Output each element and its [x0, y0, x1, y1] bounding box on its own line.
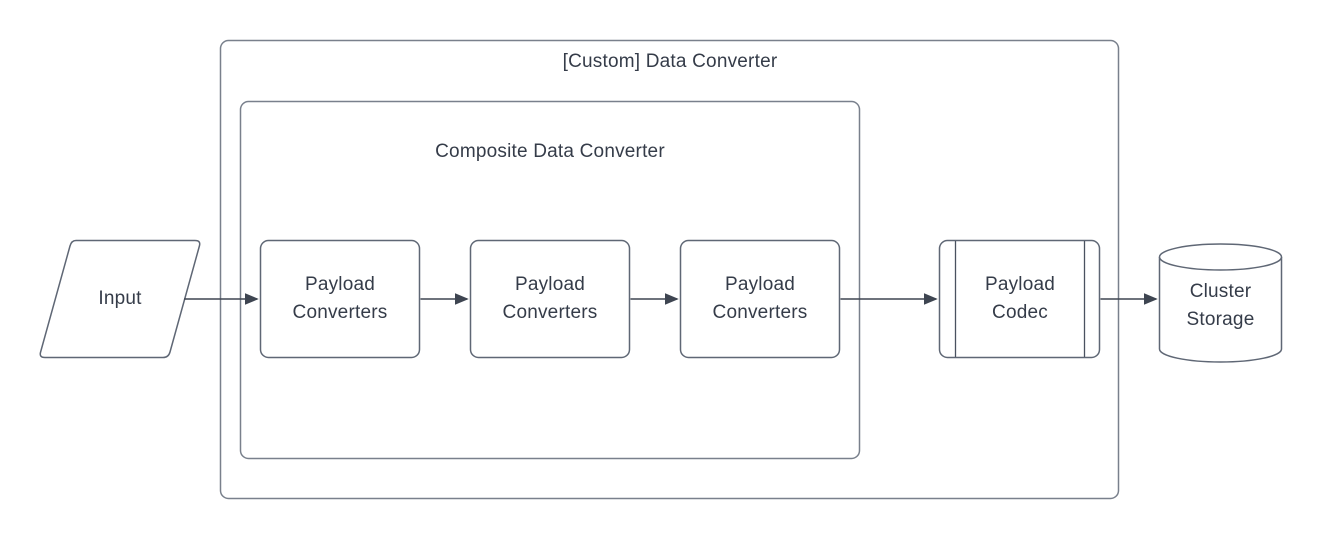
- cluster-storage-label: Cluster Storage: [1186, 281, 1255, 330]
- payload-codec-label: Payload Codec: [984, 274, 1056, 323]
- payload-codec-shape: [938, 239, 1101, 359]
- payload-codec-outline: [938, 239, 1101, 359]
- cluster-storage-top: [1158, 243, 1283, 271]
- payload-converters-2-label: Payload Converters: [502, 274, 598, 323]
- payload-converters-3-shape: [679, 239, 841, 359]
- cluster-storage-shape: [1158, 243, 1283, 363]
- outer-group-custom-data-converter-shape: [219, 39, 1120, 500]
- inner-group-composite-data-converter-shape: [239, 100, 861, 460]
- payload-converters-1-label: Payload Converters: [292, 274, 388, 323]
- inner-group-title: Composite Data Converter: [435, 141, 665, 162]
- input-node-label: Input: [98, 288, 142, 309]
- payload-converters-3-label: Payload Converters: [712, 274, 808, 323]
- payload-converters-2-shape: [469, 239, 631, 359]
- input-node-shape: [39, 239, 201, 359]
- payload-converters-1-shape: [259, 239, 421, 359]
- outer-group-title: [Custom] Data Converter: [562, 51, 778, 72]
- cluster-storage-body: [1158, 257, 1283, 363]
